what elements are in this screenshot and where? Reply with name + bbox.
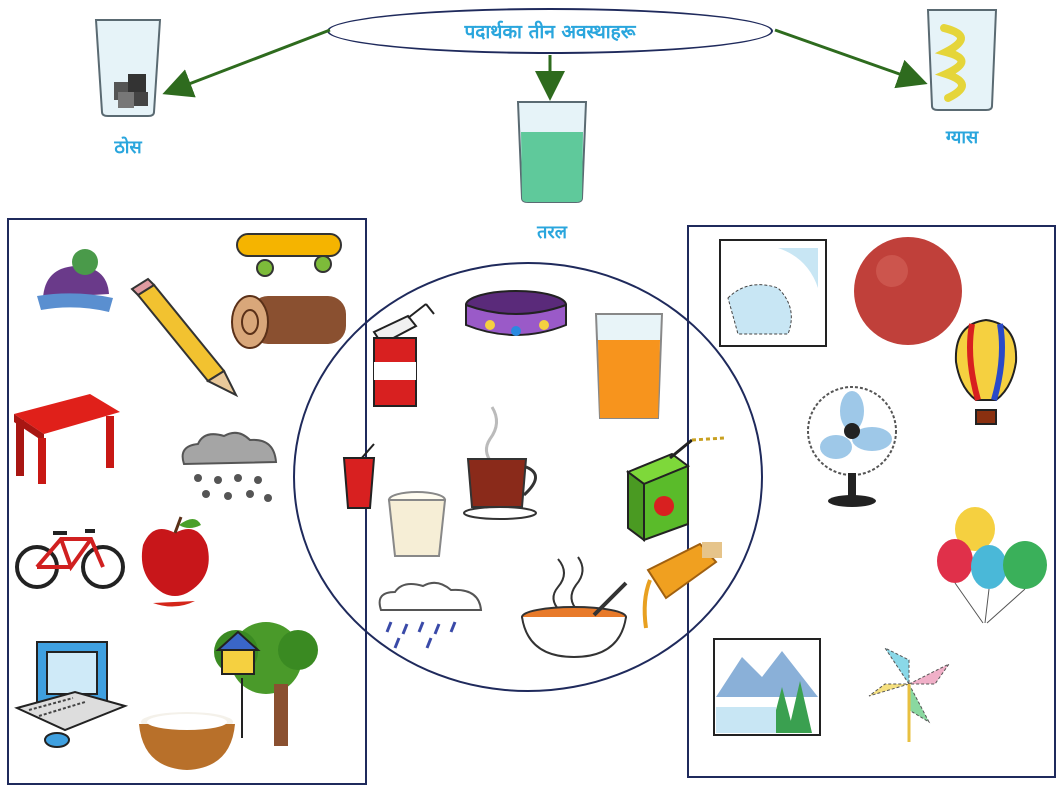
flour-bowl-icon: [139, 712, 235, 770]
liquid-label: तरल: [537, 222, 567, 243]
computer-icon: [14, 641, 129, 748]
pinwheel-icon: [868, 646, 950, 742]
solid-beaker-icon: [94, 19, 162, 117]
log-icon: [231, 295, 346, 349]
landscape-icon: [713, 638, 821, 736]
orange-juice-glass-icon: [594, 313, 664, 419]
tea-cup-icon: [463, 406, 537, 520]
pencil-icon: [130, 277, 239, 398]
hot-air-balloon-icon: [954, 318, 1018, 425]
fan-icon: [807, 386, 897, 507]
rain-cloud-icon: [378, 581, 483, 649]
apple-icon: [141, 516, 209, 607]
soup-bowl-icon: [521, 556, 628, 659]
liquid-beaker-icon: [516, 101, 588, 203]
oil-bottle-icon: [642, 542, 722, 629]
solid-label: ठोस: [114, 137, 142, 158]
balloons-icon: [937, 507, 1047, 624]
treehouse-icon: [214, 622, 318, 746]
arrow-to-solid: [162, 28, 331, 98]
arrow-to-gas: [774, 28, 928, 89]
table-icon: [14, 394, 120, 484]
gas-beaker-icon: [926, 9, 998, 111]
liquid-circle: [293, 262, 763, 692]
apple-juice-box-icon: [625, 436, 725, 542]
ball-icon: [854, 237, 962, 345]
cake-icon: [465, 290, 567, 336]
map-icon: [719, 239, 827, 347]
soda-cup-icon: [342, 443, 376, 509]
gas-label: ग्यास: [945, 127, 979, 148]
hat-icon: [37, 249, 113, 312]
diagram-title: पदार्थका तीन अवस्थाहरू: [464, 21, 636, 43]
milk-glass-icon: [387, 491, 447, 557]
bicycle-icon: [15, 529, 125, 589]
juice-carton-icon: [372, 303, 435, 407]
hail-cloud-icon: [181, 431, 278, 502]
skateboard-icon: [236, 233, 342, 277]
